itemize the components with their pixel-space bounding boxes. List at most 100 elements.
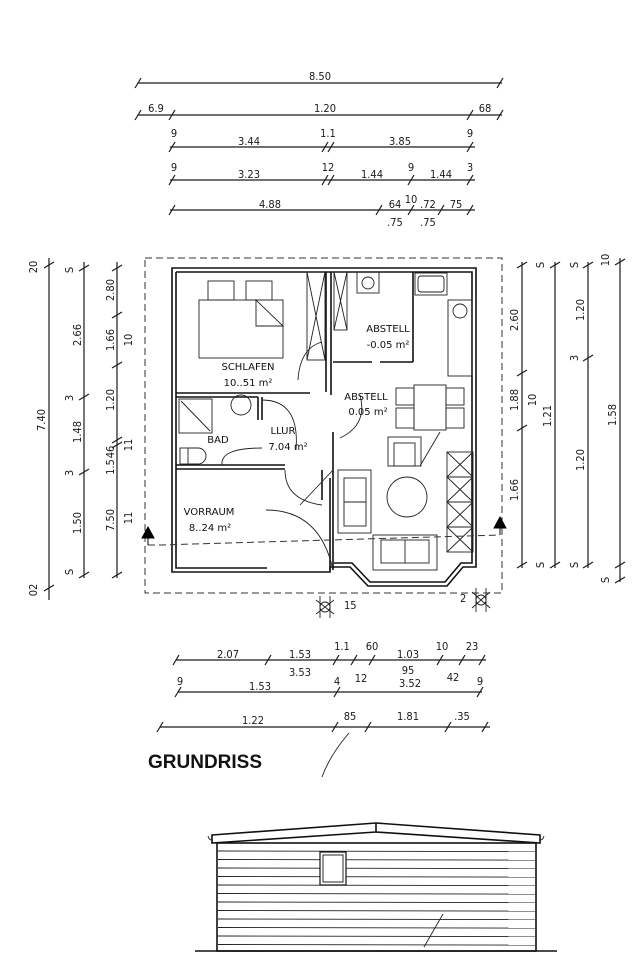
siding-lines xyxy=(217,850,536,946)
dimension-tick xyxy=(321,174,329,186)
dimension-label: 1.20 xyxy=(314,102,336,115)
room-name-llur: LLUR xyxy=(271,426,296,437)
bed xyxy=(198,299,284,359)
dimension-tick xyxy=(327,141,335,153)
dimension-tick xyxy=(78,393,90,401)
kitchen-counter xyxy=(447,299,473,377)
dimension-tick xyxy=(516,369,528,377)
dimension-label: 42 xyxy=(447,671,460,684)
dimension-label: 3 xyxy=(467,161,473,174)
dimension-label: 75 xyxy=(450,198,463,211)
dimension-label: 20 xyxy=(27,261,40,274)
sofa-bottom xyxy=(372,534,438,571)
dimension-label: 1.5 xyxy=(104,459,117,475)
dimension-tick xyxy=(481,721,489,733)
outer-walls-inner xyxy=(175,271,473,583)
dimension-label: 1.1 xyxy=(320,127,336,140)
inner-walls xyxy=(176,272,414,570)
dimension-label: 10 xyxy=(526,394,539,407)
dimension-tick xyxy=(407,174,415,186)
dimension-tick xyxy=(111,361,123,369)
dimension-tick xyxy=(156,721,164,733)
dimension-label: 1.22 xyxy=(242,714,264,727)
roof-outline xyxy=(144,257,503,594)
dimension-label: 7.40 xyxy=(35,409,48,431)
siding-line xyxy=(217,901,536,904)
washbasin xyxy=(230,394,252,416)
dimension-tick xyxy=(466,174,474,186)
dimension-tick xyxy=(368,654,376,666)
bed-cover-fold xyxy=(255,298,285,327)
dimension-label: 1.44 xyxy=(430,168,452,181)
marker-label-left: 15 xyxy=(344,599,357,612)
dimension-tick xyxy=(168,174,176,186)
dimension-label: S xyxy=(534,562,547,568)
room-name-bad: BAD xyxy=(207,435,229,446)
siding-line xyxy=(217,935,536,938)
dimension-chains xyxy=(43,77,626,733)
siding-line xyxy=(217,927,536,929)
dimension-label: 1.81 xyxy=(397,710,419,723)
room-name-abstell: ABSTELL xyxy=(366,324,410,335)
section-arrow-left xyxy=(141,525,155,545)
dimension-label: 3 xyxy=(63,395,76,401)
dimension-tick xyxy=(172,654,180,666)
dimension-label: 9 xyxy=(467,127,473,140)
dimension-label: 1.88 xyxy=(508,389,521,411)
closet xyxy=(333,271,348,331)
dimension-tick xyxy=(350,654,358,666)
dimension-label: 95 xyxy=(402,664,415,677)
dimension-tick xyxy=(516,561,528,569)
roof xyxy=(211,822,541,844)
elevation-view xyxy=(195,822,557,952)
dimension-tick xyxy=(582,561,594,569)
wardrobe xyxy=(306,271,326,361)
dimension-tick xyxy=(466,109,474,121)
dimension-label: 6.9 xyxy=(148,102,164,115)
dimension-label: 1.44 xyxy=(361,168,383,181)
siding-line xyxy=(217,859,536,861)
dimension-label: 2.07 xyxy=(217,648,239,661)
dimension-tick xyxy=(582,354,594,362)
dimension-tick xyxy=(174,686,182,698)
room-area-abstell: -0.05 m² xyxy=(367,340,410,351)
dimension-label: 1.58 xyxy=(606,404,619,426)
washing-machine xyxy=(356,271,380,294)
dimension-label: 3 xyxy=(568,355,581,361)
dimension-label: 8.50 xyxy=(309,70,331,83)
dimension-label: 10 xyxy=(436,640,449,653)
siding-line xyxy=(217,876,536,878)
dimension-tick xyxy=(582,261,594,269)
chair xyxy=(445,387,465,406)
room-area-abstell-large: 0.05 m² xyxy=(348,407,387,418)
dimension-tick xyxy=(168,109,176,121)
dimension-label: 3 xyxy=(63,470,76,476)
sofa-left xyxy=(337,469,372,534)
dimension-tick xyxy=(111,311,123,319)
dimension-tick xyxy=(614,561,626,569)
dimension-tick xyxy=(458,654,466,666)
dimension-label: 1.20 xyxy=(574,299,587,321)
dimension-tick xyxy=(111,436,123,444)
door-swings xyxy=(221,341,441,571)
dimension-tick xyxy=(78,468,90,476)
dimension-label: 46 xyxy=(104,446,117,459)
round-table xyxy=(386,476,428,518)
dimension-label: 9 xyxy=(408,161,414,174)
dimension-label: 9 xyxy=(171,127,177,140)
dimension-label: .75 xyxy=(387,216,403,229)
floor-plan: SCHLAFEN 10..51 m² ABSTELL -0.05 m² ABST… xyxy=(141,257,507,618)
dimension-label: 12 xyxy=(322,161,335,174)
window-pane xyxy=(322,854,344,883)
dimension-tick xyxy=(332,654,340,666)
dimension-tick xyxy=(614,576,626,584)
dimension-tick xyxy=(78,571,90,579)
dimension-label: 1.66 xyxy=(104,329,117,351)
dimension-tick xyxy=(614,258,626,266)
dimension-tick xyxy=(496,109,504,121)
dimension-label: 12 xyxy=(355,672,368,685)
dimension-tick xyxy=(43,584,55,592)
siding-line xyxy=(217,850,536,853)
gutter xyxy=(207,835,545,841)
dimension-label: 9 xyxy=(477,675,483,688)
